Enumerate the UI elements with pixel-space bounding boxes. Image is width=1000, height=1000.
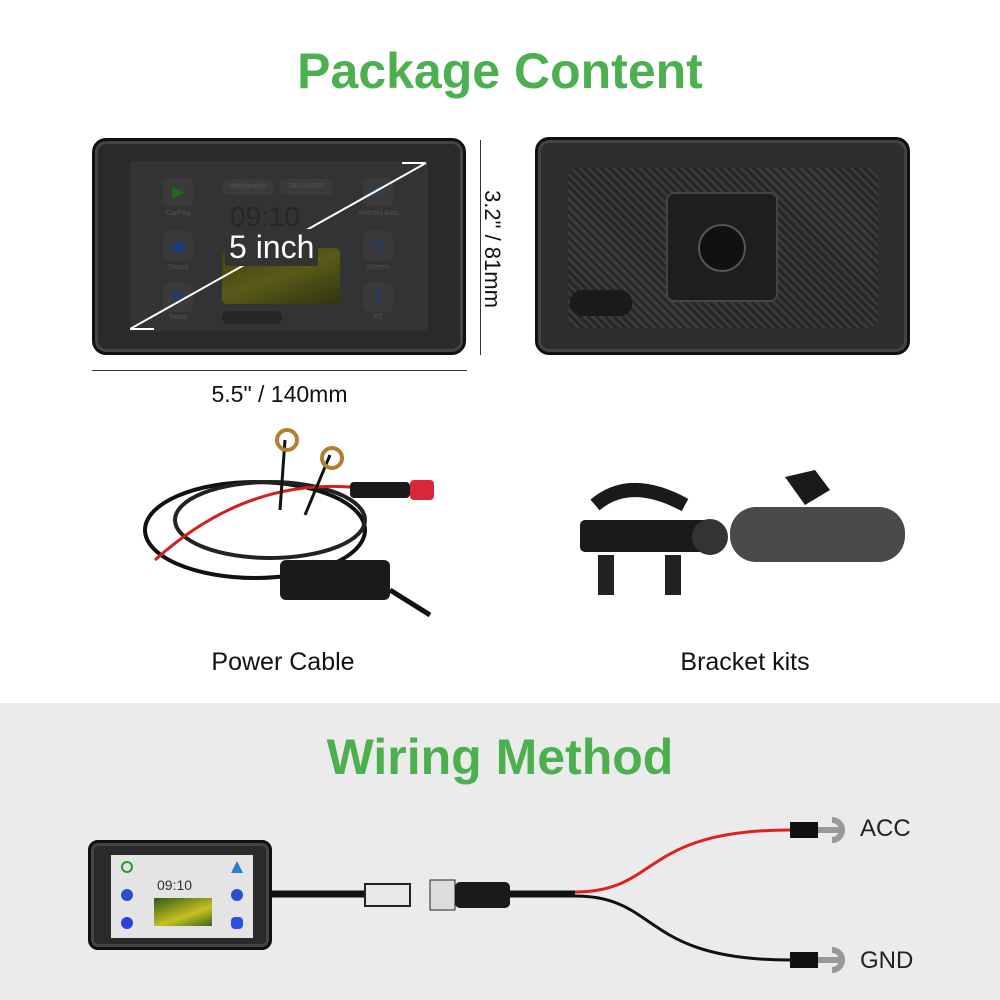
gnd-terminal-icon [818,947,845,973]
width-dimension-label: 5.5" / 140mm [211,381,348,407]
wiring-device-image: 09:10 [88,840,272,950]
setup-gear-icon [121,917,133,929]
carplay-icon: ▶ [163,177,193,207]
power-icon: ⏻ [363,231,393,261]
power-cable-image [143,428,434,618]
android-auto-icon: Λ [363,177,393,207]
wiring-clock-time: 09:10 [157,877,193,893]
power-cable-label: Power Cable [211,648,355,676]
bluetooth-icon [231,917,243,929]
sound-icon: ◀) [163,231,193,261]
device-front-image: ▶ CarPlay ◀) Sound ⚙ Setup Λ Android Aut… [92,138,466,355]
wallpaper-image [154,898,212,926]
brightness-slider [222,311,282,324]
male-connector [364,883,411,907]
gnd-label: GND [860,947,914,974]
app-label: Screen [366,264,390,271]
app-label: CarPlay [165,210,191,217]
cable-outlet [570,290,632,316]
width-dimension-line [92,370,467,371]
mount-plate [666,192,778,302]
carplay-icon [121,861,133,873]
bluetooth-icon: ᛒ [363,282,393,312]
clock-time: 09:10 [230,201,301,232]
acc-terminal-icon [818,817,845,843]
acc-label: ACC [860,815,911,842]
wiring-diagram [272,817,845,973]
power-icon [231,889,243,901]
device-screen-light: 09:10 [111,855,253,938]
wiring-method-title: Wiring Method [326,729,674,785]
screen-size-label: 5 inch [225,229,319,266]
app-label: BT [373,314,383,321]
sound-icon [121,889,133,901]
height-dimension-line [480,140,481,355]
app-label: Sound [167,264,189,271]
gnd-wire [574,894,791,962]
height-dimension-label: 3.2" / 81mm [480,190,505,308]
acc-wire [574,828,791,894]
ball-mount [698,224,746,272]
package-content-title: Package Content [297,43,703,99]
app-label: Android Auto [357,210,399,217]
female-connector [455,882,510,908]
bracket-kit-image [580,470,905,595]
app-label: Setup [168,314,188,321]
date-label: 08/21/2023 [280,179,332,195]
device-back-image [535,137,910,355]
day-label: Wednesday [223,179,273,195]
bracket-kits-label: Bracket kits [680,648,810,676]
